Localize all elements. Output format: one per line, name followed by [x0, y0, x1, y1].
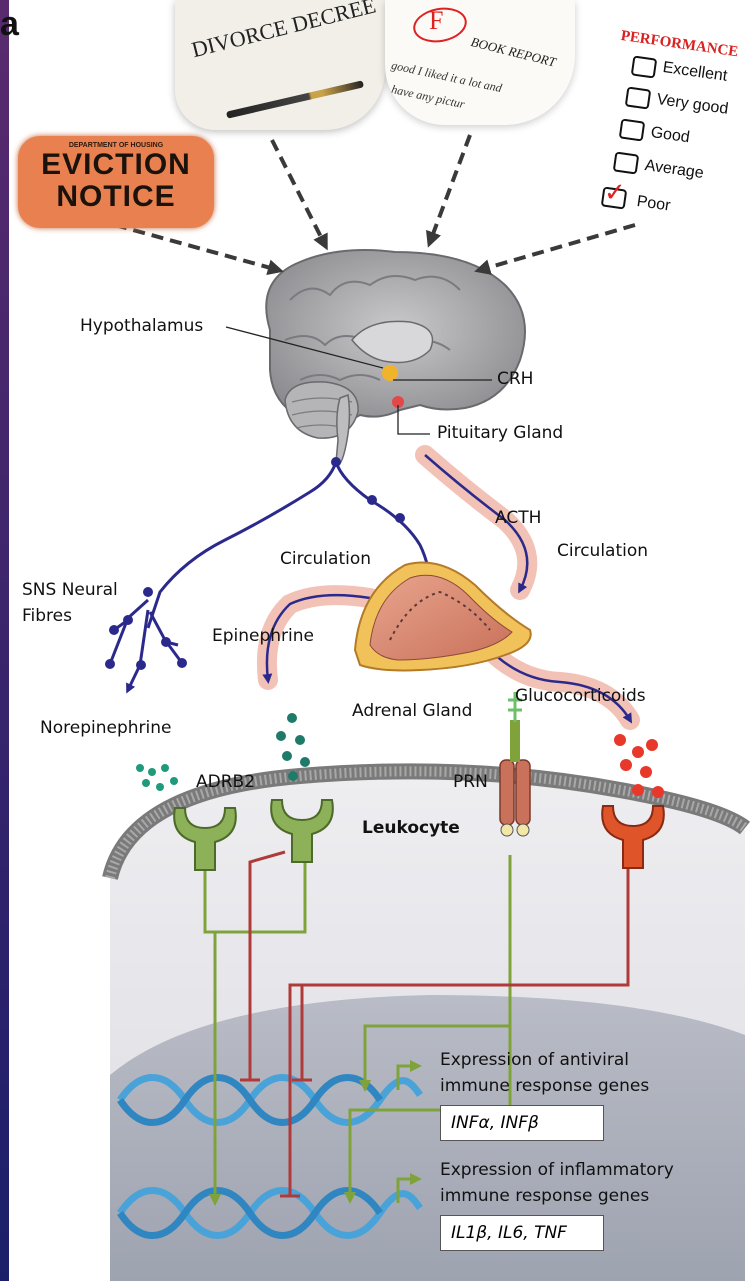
epinephrine-label: Epinephrine — [212, 626, 314, 646]
eviction-notice: DEPARTMENT OF HOUSING EVICTION NOTICE — [18, 136, 214, 228]
inflammatory-heading-line1: Expression of inflammatory — [440, 1160, 674, 1180]
book-report-title: BOOK REPORT — [469, 34, 557, 71]
checkmark-icon: ✓ — [604, 178, 626, 208]
sns-label-line2: Fibres — [22, 606, 72, 626]
leukocyte-label: Leukocyte — [362, 818, 460, 838]
grade-letter: F — [429, 6, 443, 36]
antiviral-genes-box: INFα, INFβ — [440, 1105, 604, 1141]
glucocorticoids-label: Glucocorticoids — [515, 686, 646, 706]
eviction-line2: NOTICE — [18, 181, 214, 213]
divorce-title: DIVORCE DECREE — [189, 0, 379, 63]
circulation-left-label: Circulation — [280, 549, 371, 569]
acth-label: ACTH — [495, 508, 541, 528]
antiviral-heading-line2: immune response genes — [440, 1076, 649, 1096]
adrenal-label: Adrenal Gland — [352, 701, 472, 721]
nucleus — [110, 995, 745, 1281]
checkbox-very-good — [625, 86, 652, 109]
antiviral-heading-line1: Expression of antiviral — [440, 1050, 629, 1070]
eviction-line1: EVICTION — [18, 149, 214, 181]
checkbox-average — [613, 151, 640, 174]
divorce-decree-image: DIVORCE DECREE — [175, 0, 385, 130]
prn-label: PRN — [453, 772, 488, 792]
norepinephrine-label: Norepinephrine — [40, 718, 171, 738]
book-report-image: F BOOK REPORT good I liked it a lot and … — [385, 0, 575, 125]
pituitary-label: Pituitary Gland — [437, 423, 563, 443]
pen-image — [226, 80, 364, 118]
inflammatory-heading-line2: immune response genes — [440, 1186, 649, 1206]
hypothalamus-label: Hypothalamus — [80, 316, 203, 336]
panel-label: a — [0, 5, 19, 44]
checkbox-good — [619, 118, 646, 141]
sns-label-line1: SNS Neural — [22, 580, 118, 600]
adrb2-label: ADRB2 — [196, 772, 255, 792]
checkbox-excellent — [631, 55, 658, 78]
inflammatory-genes-box: IL1β, IL6, TNF — [440, 1215, 604, 1251]
crh-label: CRH — [497, 369, 533, 389]
hypothalamus-dot — [382, 365, 398, 381]
circulation-right-label: Circulation — [557, 541, 648, 561]
